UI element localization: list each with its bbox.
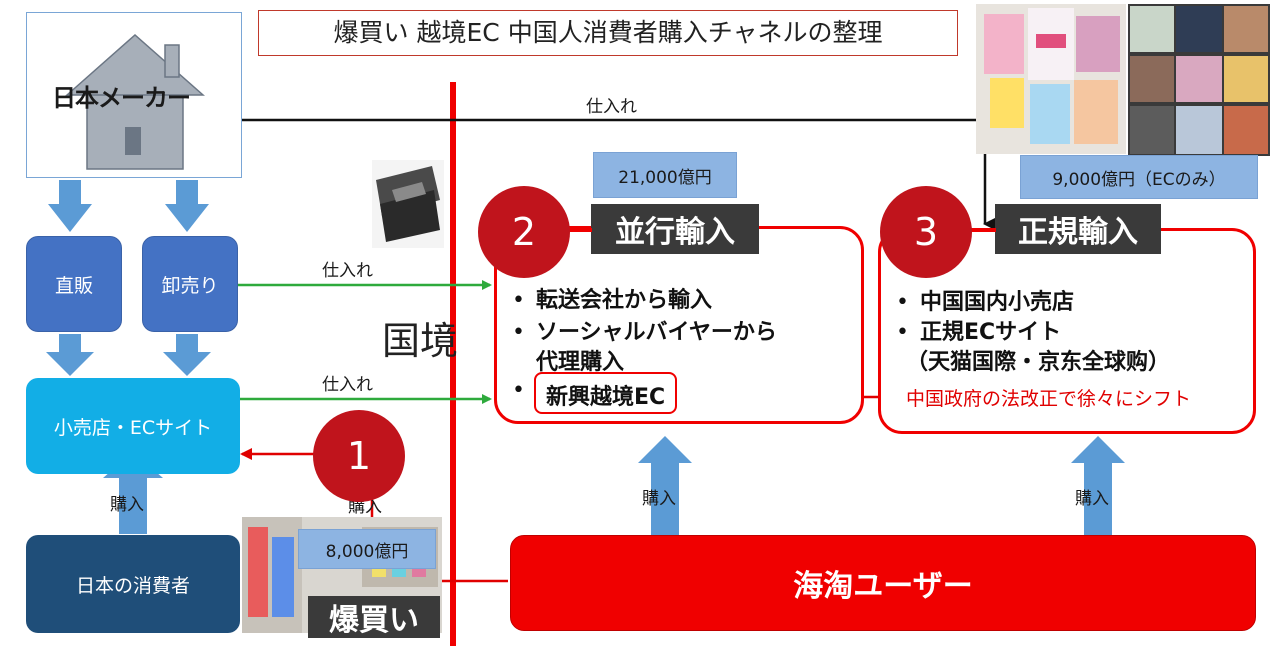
channel-3-amount: 9,000億円（ECのみ）: [1020, 155, 1258, 199]
label-purchase-3: 購入: [1075, 489, 1109, 509]
parallel-item-2: •ソーシャルバイヤーから: [512, 320, 777, 345]
label-purchase-2: 購入: [642, 489, 676, 509]
page-title: 爆買い 越境EC 中国人消費者購入チャネルの整理: [258, 10, 958, 56]
wholesale-box: 卸売り: [142, 236, 238, 332]
channel-1-amount: 8,000億円: [298, 529, 436, 569]
channel-3-number: 3: [880, 186, 972, 278]
channel-2-label: 並行輸入: [591, 204, 759, 254]
channel-2-number: 2: [478, 186, 570, 278]
arrow-maker-to-wholesale: [165, 180, 209, 232]
house-icon: [65, 33, 205, 170]
shift-note: 中国政府の法改正で徐々にシフト: [906, 388, 1192, 410]
parallel-item-ec: 新興越境EC: [534, 372, 678, 414]
retail-box: 小売店・ECサイト: [26, 378, 240, 474]
official-item-1: •中国国内小売店: [896, 290, 1075, 315]
parallel-item-3: 代理購入: [536, 350, 625, 375]
official-item-3: （天猫国際・京东全球购）: [906, 350, 1171, 375]
arrow-haitao-to-official: [1071, 436, 1125, 535]
label-purchase-jp: 購入: [110, 495, 144, 515]
photo-bags: [372, 160, 444, 248]
haitao-user-box: 海淘ユーザー: [510, 535, 1256, 631]
label-stock-retail: 仕入れ: [322, 375, 373, 395]
channel-3-connector: [966, 228, 996, 232]
official-item-2: •正規ECサイト: [896, 320, 1062, 345]
arrow-maker-to-direct: [48, 180, 92, 232]
arrow-haitao-to-parallel: [638, 436, 692, 535]
label-stock-wholesale: 仕入れ: [322, 261, 373, 281]
photo-cosmetics: [1128, 4, 1270, 156]
channel-3-label: 正規輸入: [995, 204, 1161, 254]
maker-box: [26, 12, 242, 178]
direct-sales-box: 直販: [26, 236, 122, 332]
arrow-maker-to-official: [166, 118, 995, 230]
arrow-wholesale-to-retail: [163, 334, 211, 376]
label-purchase-1: 購入: [348, 497, 382, 517]
label-stock-top: 仕入れ: [586, 97, 637, 117]
border-label: 国境: [382, 319, 459, 363]
arrow-direct-to-retail: [46, 334, 94, 376]
parallel-item-4: •: [512, 378, 525, 403]
parallel-item-1: •転送会社から輸入: [512, 288, 713, 313]
channel-1-label: 爆買い: [308, 596, 440, 638]
maker-label: 日本メーカー: [52, 84, 191, 112]
channel-2-connector: [560, 228, 592, 232]
jp-consumer-box: 日本の消費者: [26, 535, 240, 633]
channel-1-number: 1: [313, 410, 405, 502]
photo-products: [976, 4, 1126, 154]
channel-2-amount: 21,000億円: [593, 152, 737, 198]
